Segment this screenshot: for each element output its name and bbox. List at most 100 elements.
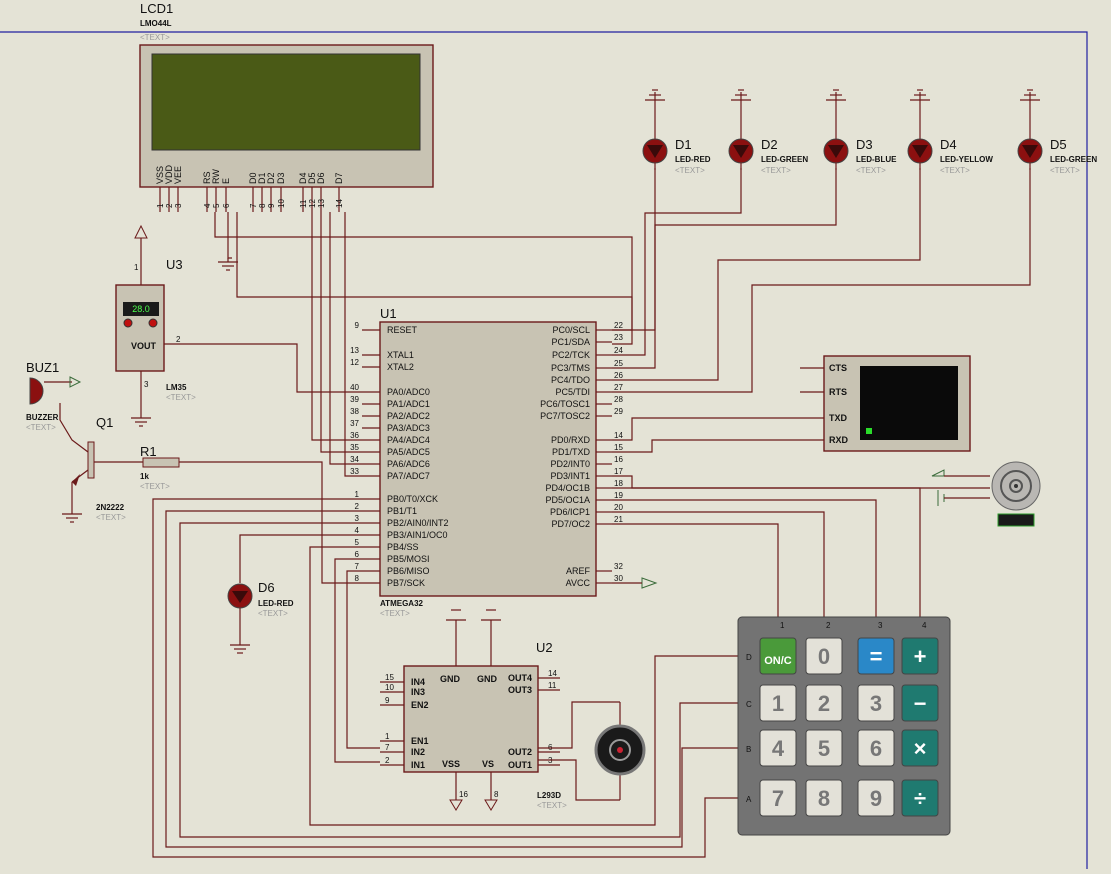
keypad-key[interactable] (759, 729, 797, 767)
lcd-pin-number: 14 (335, 199, 344, 208)
u1-pin-label: PB0/T0/XCK (387, 494, 438, 504)
u1-pin-number: 9 (355, 321, 360, 330)
buzzer-arrow (69, 376, 82, 388)
u3-text: <TEXT> (166, 393, 196, 402)
keypad-key[interactable] (805, 779, 843, 817)
u3-button-down[interactable] (123, 318, 133, 328)
u1-pin-number: 2 (355, 502, 360, 511)
u1-pin-number: 27 (614, 383, 623, 392)
u1-pin-label: PB1/T1 (387, 506, 417, 516)
u2-pin-vss: VSS (442, 759, 460, 769)
u1-pin-number: 33 (350, 467, 359, 476)
r1-resistor[interactable]: R1 1k <TEXT> (94, 444, 180, 491)
keypad-key-label: − (914, 691, 927, 716)
keypad-row-label: A (746, 795, 752, 804)
u1-body (379, 321, 597, 597)
keypad-key-label: 3 (870, 691, 882, 716)
u1-pin-label: PA3/ADC3 (387, 423, 430, 433)
lcd-pin-label: VDD (164, 164, 174, 184)
u1-pin-number: 39 (350, 395, 359, 404)
r1-text: <TEXT> (140, 482, 170, 491)
u1-pin-number: 4 (355, 526, 360, 535)
keypad-key[interactable] (901, 684, 939, 722)
u3-lm35[interactable]: U3 28.0 VOUT LM35 <TEXT> 1 2 3 (115, 224, 196, 427)
lcd-text-placeholder: <TEXT> (140, 33, 170, 42)
keypad-key[interactable] (805, 729, 843, 767)
led-part: LED-BLUE (856, 155, 897, 164)
u1-ref: U1 (380, 306, 397, 321)
u2-pin-number: 14 (548, 669, 557, 678)
u1-pin-label: PA4/ADC4 (387, 435, 430, 445)
keypad-key[interactable] (901, 637, 939, 675)
led-ref: D1 (675, 137, 692, 152)
u1-pin-label: PD3/INT1 (550, 471, 590, 481)
u3-button-up[interactable] (148, 318, 158, 328)
led-text: <TEXT> (258, 609, 288, 618)
u2-pin-in3: IN3 (411, 687, 425, 697)
keypad-key[interactable] (805, 637, 843, 675)
lcd-pin-label: D7 (334, 172, 344, 184)
terminal-pin-cts: CTS (829, 363, 847, 373)
keypad-key[interactable] (857, 779, 895, 817)
u1-pin-number: 38 (350, 407, 359, 416)
lcd-pin-label: VEE (173, 166, 183, 184)
u2-pin-number: 2 (385, 756, 390, 765)
buz1[interactable]: BUZ1 BUZZER <TEXT> (26, 360, 82, 432)
keypad-row-label: D (746, 653, 752, 662)
lcd-pin-label: D0 (248, 172, 258, 184)
u1-pin-number: 28 (614, 395, 623, 404)
u1-pin-number: 20 (614, 503, 623, 512)
keypad-key[interactable] (759, 779, 797, 817)
stepper-motor[interactable] (931, 461, 1041, 527)
keypad-key[interactable] (857, 637, 895, 675)
keypad-key[interactable] (901, 779, 939, 817)
dc-motor[interactable] (594, 702, 646, 800)
u1-pin-number: 18 (614, 479, 623, 488)
lcd-pin-number: 7 (249, 203, 258, 208)
lcd-pin-number: 1 (156, 203, 165, 208)
u2-pin-vs: VS (482, 759, 494, 769)
keypad-row-label: B (746, 745, 751, 754)
u1-pin-number: 25 (614, 359, 623, 368)
led-part: LED-RED (258, 599, 294, 608)
u1-pin-number: 12 (350, 358, 359, 367)
lcd1[interactable]: LCD1 LMO44L <TEXT> VSS1VDD2VEE3RS4RW5E6D… (139, 1, 434, 212)
lcd-pin-number: 9 (267, 203, 276, 208)
keypad-key[interactable] (805, 684, 843, 722)
terminal-screen (860, 366, 958, 440)
u1-pin-label: PC6/TOSC1 (540, 399, 590, 409)
u1-pin-label: PC2/TCK (552, 350, 590, 360)
u1-pin-number: 7 (355, 562, 360, 571)
keypad-key[interactable] (857, 729, 895, 767)
lcd-pin-label: D3 (276, 172, 286, 184)
lcd-pin-number: 8 (258, 203, 267, 208)
keypad-key[interactable] (857, 684, 895, 722)
keypad-key[interactable] (759, 684, 797, 722)
led-part: LED-GREEN (761, 155, 808, 164)
lcd-pin-label: D5 (307, 172, 317, 184)
u1-pin-label: PD2/INT0 (550, 459, 590, 469)
led-text: <TEXT> (940, 166, 970, 175)
lcd-pin-number: 13 (317, 199, 326, 208)
terminal-pin-rts: RTS (829, 387, 847, 397)
lcd-pin-label: D1 (257, 172, 267, 184)
u1-pin-label: PD4/OC1B (545, 483, 590, 493)
u1-pin-number: 17 (614, 467, 623, 476)
keypad-key[interactable] (901, 729, 939, 767)
keypad-key[interactable] (759, 637, 797, 675)
u1-pin-number: 37 (350, 419, 359, 428)
led-ref: D5 (1050, 137, 1067, 152)
q1-transistor[interactable]: Q1 2N2222 <TEXT> (62, 415, 126, 523)
